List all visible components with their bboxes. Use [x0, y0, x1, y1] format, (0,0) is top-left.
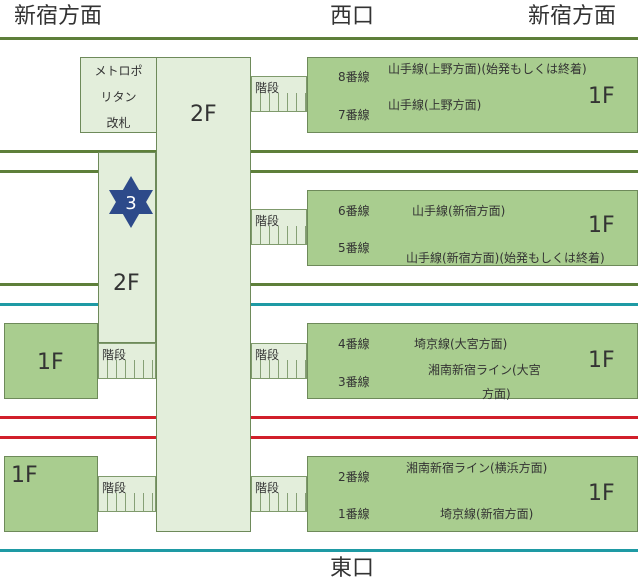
rail-line-chuo-1: [0, 416, 638, 419]
track-number-8: 8番線: [338, 70, 370, 84]
track-number-3: 3番線: [338, 375, 370, 389]
direction-shinjuku-left: 新宿方面: [14, 4, 103, 29]
track-number-7: 7番線: [338, 108, 370, 122]
rail-line-track-4: [0, 303, 638, 306]
station-marker-number: 3: [125, 193, 136, 214]
line-name-track-3: 湘南新宿ライン(大宮: [428, 363, 541, 377]
platform-7-8[interactable]: 8番線 山手線(上野方面)(始発もしくは終着) 7番線 山手線(上野方面) 1F: [307, 57, 638, 133]
metro-gate-label-2: リタン: [100, 90, 137, 104]
track-number-6: 6番線: [338, 204, 370, 218]
west-block-lower[interactable]: 1F: [4, 456, 98, 532]
platform-1-2-floor: 1F: [588, 481, 615, 506]
stairs-label: 階段: [255, 481, 280, 495]
stairs-label: 階段: [102, 481, 127, 495]
platform-3-4[interactable]: 4番線 埼京線(大宮方面) 3番線 湘南新宿ライン(大宮 方面) 1F: [307, 323, 638, 401]
stairs-steps: [252, 360, 306, 378]
stairs-label: 階段: [255, 214, 280, 228]
stairs-label: 階段: [255, 348, 280, 362]
main-concourse-floor: 2F: [190, 102, 217, 127]
stairs-west-upper[interactable]: 階段: [98, 343, 156, 379]
line-name-track-4: 埼京線(大宮方面): [414, 337, 508, 351]
rail-line-top: [0, 37, 638, 40]
west-block-upper[interactable]: 1F: [4, 323, 98, 399]
direction-east-exit: 東口: [330, 556, 375, 581]
stairs-platform-5-6[interactable]: 階段: [251, 209, 307, 245]
rail-line-bottom: [0, 549, 638, 552]
stairs-platform-3-4[interactable]: 階段: [251, 343, 307, 379]
platform-1-2[interactable]: 2番線 湘南新宿ライン(横浜方面) 1番線 埼京線(新宿方面) 1F: [307, 456, 638, 532]
track-number-4: 4番線: [338, 337, 370, 351]
stairs-west-lower[interactable]: 階段: [98, 476, 156, 512]
rail-line-track-5: [0, 283, 638, 286]
stairs-label: 階段: [255, 81, 280, 95]
rail-line-track-7: [0, 150, 638, 153]
direction-shinjuku-right: 新宿方面: [528, 4, 617, 29]
line-name-track-6: 山手線(新宿方面): [412, 204, 506, 218]
platform-3-4-floor: 1F: [588, 348, 615, 373]
west-block-lower-floor: 1F: [11, 463, 38, 488]
stairs-steps: [99, 493, 155, 511]
main-concourse[interactable]: 2F: [156, 57, 251, 532]
stairs-platform-7-8[interactable]: 階段: [251, 76, 307, 112]
rail-line-track-6: [0, 170, 638, 173]
direction-west-exit: 西口: [330, 4, 375, 29]
metro-gate-label-3: 改札: [106, 116, 131, 130]
side-concourse-floor: 2F: [113, 271, 140, 296]
line-name-track-1: 埼京線(新宿方面): [440, 507, 534, 521]
platform-5-6[interactable]: 6番線 山手線(新宿方面) 5番線 山手線(新宿方面)(始発もしくは終着) 1F: [307, 190, 638, 266]
track-number-2: 2番線: [338, 470, 370, 484]
stairs-steps: [252, 493, 306, 511]
rail-line-chuo-2: [0, 436, 638, 439]
stairs-steps: [252, 93, 306, 111]
track-number-5: 5番線: [338, 241, 370, 255]
metro-gate-box[interactable]: メトロポ リタン 改札: [80, 57, 157, 133]
station-marker-star-icon: 3: [109, 176, 153, 228]
line-name-track-3-cont: 方面): [482, 387, 511, 401]
line-name-track-2: 湘南新宿ライン(横浜方面): [406, 461, 548, 475]
line-name-track-5: 山手線(新宿方面)(始発もしくは終着): [406, 251, 605, 265]
track-number-1: 1番線: [338, 507, 370, 521]
stairs-platform-1-2[interactable]: 階段: [251, 476, 307, 512]
stairs-label: 階段: [102, 348, 127, 362]
stairs-steps: [252, 226, 306, 244]
metro-gate-label-1: メトロポ: [94, 64, 143, 78]
west-block-upper-floor: 1F: [37, 350, 64, 375]
platform-5-6-floor: 1F: [588, 213, 615, 238]
line-name-track-7: 山手線(上野方面): [388, 98, 482, 112]
platform-7-8-floor: 1F: [588, 84, 615, 109]
line-name-track-8: 山手線(上野方面)(始発もしくは終着): [388, 62, 587, 76]
stairs-steps: [99, 360, 155, 378]
